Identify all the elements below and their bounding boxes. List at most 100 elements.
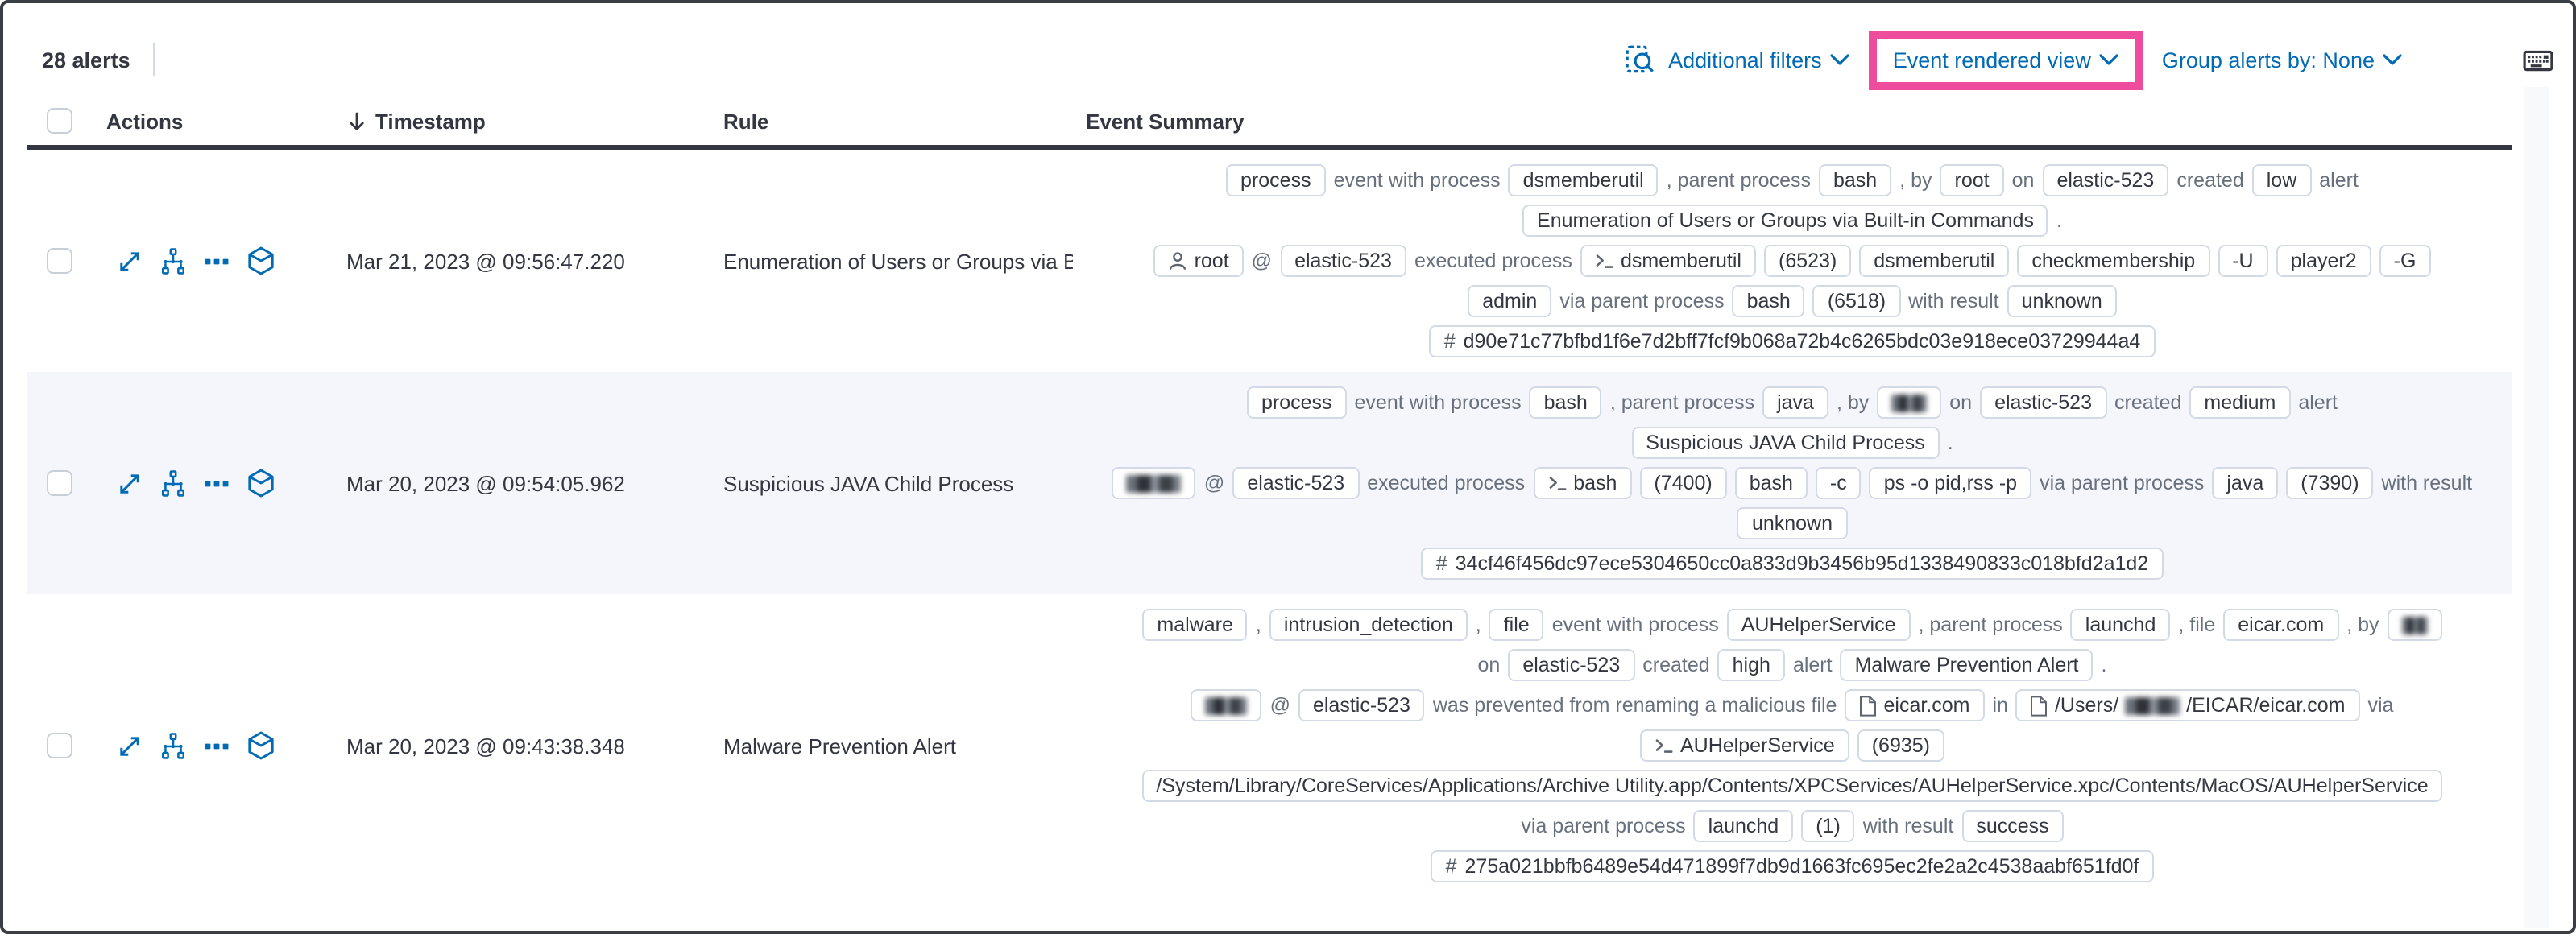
field-badge[interactable]: (7400) [1639,467,1727,499]
analyze-event-icon[interactable] [159,469,187,497]
field-badge[interactable]: elastic-523 [1280,245,1406,277]
investigate-in-timeline-icon[interactable] [246,731,275,760]
field-badge[interactable]: (6935) [1857,729,1944,762]
field-badge[interactable]: low [2251,164,2312,196]
field-badge[interactable]: elastic-523 [2042,164,2169,196]
summary-text: via parent process [1559,290,1725,312]
summary-text: created [1642,654,1710,676]
select-all-checkbox[interactable] [47,108,72,134]
expand-icon[interactable] [116,247,143,275]
expand-icon[interactable] [116,732,143,759]
field-badge[interactable]: eicar.com [1845,689,1985,721]
summary-text: . [2101,654,2107,676]
timestamp-cell: Mar 20, 2023 @ 09:54:05.962 [346,471,625,495]
field-badge[interactable]: java [2212,467,2279,499]
more-actions-icon[interactable] [203,247,230,275]
field-badge[interactable]: dsmemberutil [1508,164,1659,196]
field-badge[interactable]: elastic-523 [1980,386,2106,419]
field-badge[interactable]: -c [1815,467,1862,499]
summary-text: via parent process [1521,815,1686,837]
field-badge[interactable] [1112,467,1196,499]
field-badge[interactable]: elastic-523 [1232,467,1360,499]
field-badge[interactable]: (6523) [1764,245,1852,277]
redacted-value [2401,616,2428,634]
row-checkbox[interactable] [47,248,72,274]
summary-text: , by [1836,391,1870,414]
field-badge[interactable]: bash [1732,285,1805,317]
hash-badge[interactable]: #34cf46f456dc97ece5304650cc0a833d9b3456b… [1421,548,2164,580]
analyze-event-icon[interactable] [159,247,187,275]
field-badge[interactable] [1191,689,1262,721]
field-badge[interactable]: medium [2189,386,2291,419]
field-badge[interactable] [1877,386,1942,419]
field-badge[interactable]: file [1489,609,1544,641]
field-badge[interactable]: AUHelperService [1639,729,1849,762]
field-badge[interactable]: dsmemberutil [1859,245,2010,277]
field-badge[interactable]: (7390) [2286,467,2374,499]
field-badge[interactable]: elastic-523 [1298,689,1425,721]
user-icon [1169,251,1188,271]
document-icon [1860,695,1878,716]
field-badge[interactable]: -U [2218,245,2268,277]
field-badge[interactable]: Suspicious JAVA Child Process [1631,427,1940,459]
field-badge[interactable]: /System/Library/CoreServices/Application… [1141,770,2443,802]
field-badge[interactable]: elastic-523 [1508,649,1635,681]
more-actions-icon[interactable] [203,469,230,497]
field-badge[interactable]: unknown [1737,507,1848,539]
field-badge[interactable]: process [1226,164,1326,196]
inspect-icon[interactable] [1625,45,1654,74]
summary-text: on [2011,169,2035,192]
field-badge[interactable]: bash [1819,164,1892,196]
column-header-timestamp[interactable]: Timestamp [332,109,719,133]
event-rendered-view-button[interactable]: Event rendered view [1893,48,2118,72]
expand-icon[interactable] [116,469,143,497]
field-badge[interactable]: dsmemberutil [1580,245,1756,277]
field-badge[interactable]: Malware Prevention Alert [1840,649,2094,681]
hash-badge[interactable]: #275a021bbfb6489e54d471899f7db9d1663fc69… [1431,850,2154,882]
field-badge[interactable]: checkmembership [2017,245,2210,277]
field-badge[interactable]: bash [1734,467,1808,499]
field-badge[interactable]: success [1961,810,2064,842]
more-actions-icon[interactable] [203,732,230,759]
field-badge[interactable]: -G [2379,245,2431,277]
field-badge[interactable]: high [1717,649,1785,681]
row-checkbox[interactable] [47,733,72,758]
field-badge[interactable]: /Users//EICAR/eicar.com [2015,689,2360,721]
row-checkbox[interactable] [47,470,72,496]
field-badge[interactable]: intrusion_detection [1269,609,1468,641]
field-badge[interactable]: root [1153,245,1244,277]
field-badge[interactable]: (6518) [1812,285,1901,317]
investigate-in-timeline-icon[interactable] [246,469,275,498]
summary-line: Suspicious JAVA Child Process. [1631,427,1953,459]
field-badge[interactable]: java [1762,386,1828,419]
field-badge[interactable]: AUHelperService [1726,609,1911,641]
summary-line: AUHelperService(6935) [1639,729,1944,762]
field-badge[interactable]: launchd [2070,609,2171,641]
field-badge[interactable]: ps -o pid,rss -p [1869,467,2032,499]
analyze-event-icon[interactable] [159,732,187,759]
additional-filters-button[interactable]: Additional filters [1668,48,1849,72]
hash-badge[interactable]: #d90e71c77bfbd1f6e7d2bff7fcf9b068a72b4c6… [1429,325,2156,357]
field-badge[interactable]: (1) [1801,810,1855,842]
field-badge[interactable]: eicar.com [2223,609,2339,641]
field-badge[interactable]: bash [1533,467,1632,499]
field-badge[interactable]: admin [1468,285,1552,317]
field-badge[interactable]: Enumeration of Users or Groups via Built… [1522,205,2048,237]
investigate-in-timeline-icon[interactable] [246,246,275,275]
field-badge[interactable]: bash [1529,386,1602,419]
field-badge[interactable]: malware [1142,609,1248,641]
field-badge[interactable]: process [1246,386,1347,419]
group-alerts-by-button[interactable]: Group alerts by: None [2162,48,2402,72]
summary-line: #d90e71c77bfbd1f6e7d2bff7fcf9b068a72b4c6… [1429,325,2156,357]
field-badge[interactable]: launchd [1693,810,1794,842]
keyboard-shortcuts-icon[interactable] [2523,44,2553,75]
vertical-scrollbar[interactable] [2524,87,2549,928]
field-badge[interactable]: player2 [2276,245,2371,277]
field-badge[interactable]: root [1940,164,2004,196]
field-badge[interactable]: unknown [2007,285,2117,317]
field-badge[interactable] [2387,609,2442,641]
